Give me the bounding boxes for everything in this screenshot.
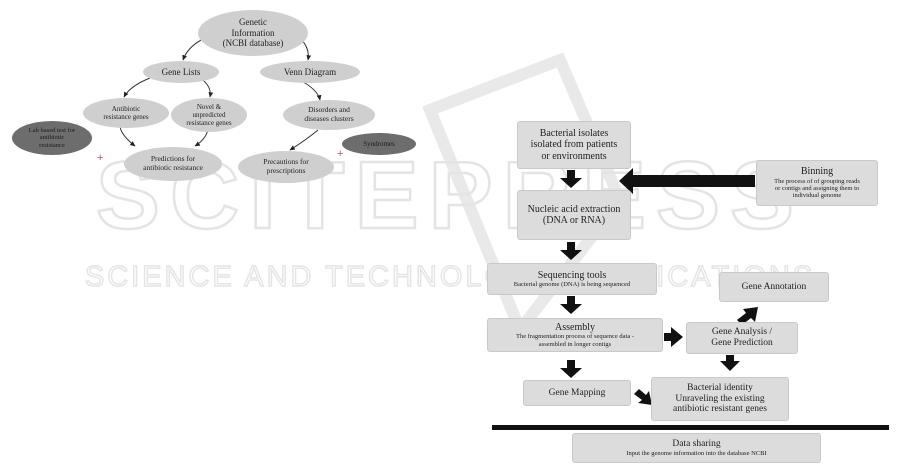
arrow-binning-to-isolates [619, 168, 755, 194]
node-syndromes: Syndromes [342, 133, 416, 155]
node-lab-based-test: Lab based test for antibiotic resistance [12, 121, 92, 155]
arrow-analysis-to-annotation [737, 307, 758, 325]
binning-title: Binning [800, 166, 834, 178]
section-divider [492, 425, 889, 430]
arrow-venn-to-disorders [299, 79, 322, 101]
arrow-assembly-to-analysis [664, 327, 683, 347]
node-antibiotic-resistance-genes: Antibiotic resistance genes [83, 98, 169, 128]
box-bacterial-identity: Bacterial identity Unraveling the existi… [651, 377, 789, 421]
arrow-genelists-to-antibiotic [123, 77, 151, 98]
box-bacterial-isolates: Bacterial isolates isolated from patient… [517, 121, 631, 169]
arrow-sequencing-to-assembly [560, 296, 582, 314]
node-gene-lists: Gene Lists [143, 61, 219, 83]
box-sequencing-tools: Sequencing tools Bacterial genome (DNA) … [487, 263, 657, 295]
box-gene-mapping: Gene Mapping [523, 380, 631, 406]
node-novel-resistance-genes: Novel & unpredicted resistance genes [171, 98, 247, 132]
node-venn-diagram: Venn Diagram [260, 61, 360, 83]
node-predictions-antibiotic-resistance: Predictions for antibiotic resistance [124, 147, 222, 181]
box-data-sharing: Data sharing Input the genome informatio… [572, 433, 821, 463]
plus-sign-left: + [97, 152, 104, 164]
node-precautions-prescriptions: Precautions for prescriptions [238, 151, 334, 183]
arrow-antibiotic-to-predictions [119, 126, 136, 147]
box-nucleic-acid-extraction: Nucleic acid extraction (DNA or RNA) [517, 190, 631, 240]
assembly-title: Assembly [555, 321, 595, 333]
arrow-isolates-to-extraction [560, 170, 582, 188]
arrow-novel-to-predictions [194, 129, 209, 147]
arrow-disorders-to-precautions [289, 129, 319, 151]
data-sharing-title: Data sharing [672, 438, 721, 449]
sequencing-title: Sequencing tools [537, 269, 607, 281]
arrow-mapping-to-identity [634, 389, 652, 405]
box-gene-analysis-prediction: Gene Analysis / Gene Prediction [686, 322, 798, 354]
arrow-extraction-to-sequencing [560, 242, 582, 260]
node-genetic-information: Genetic Information (NCBI database) [198, 10, 308, 56]
node-disorders-diseases-clusters: Disorders and diseases clusters [283, 100, 375, 130]
arrow-analysis-to-identity [720, 355, 740, 371]
box-gene-annotation: Gene Annotation [719, 272, 829, 302]
plus-sign-right: + [337, 148, 344, 160]
box-assembly: Assembly The fragmentation process of se… [487, 318, 663, 352]
arrow-assembly-to-mapping [560, 360, 582, 378]
box-binning: Binning The process of of grouping reads… [756, 160, 878, 206]
